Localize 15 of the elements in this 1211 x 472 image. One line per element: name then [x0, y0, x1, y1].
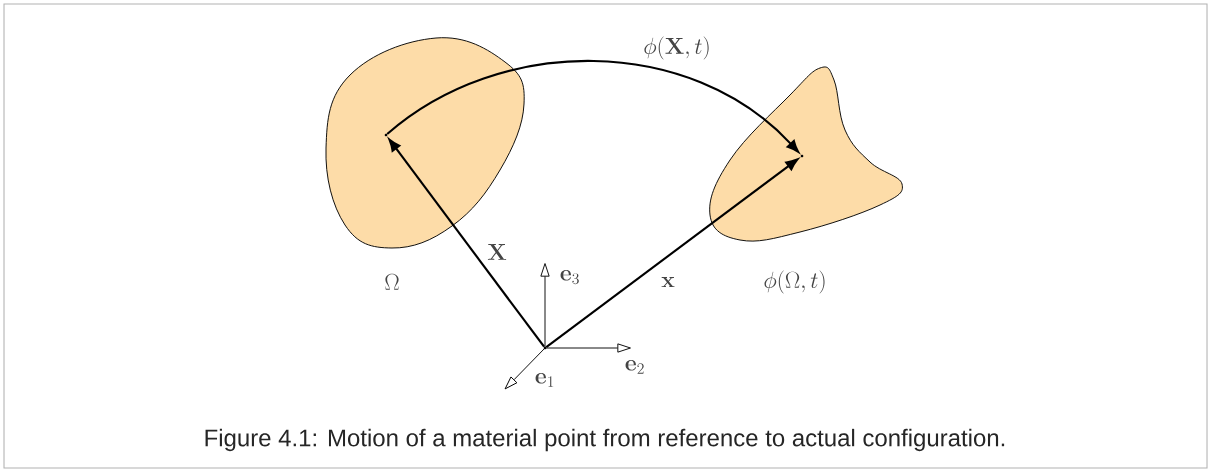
arrow — [386, 59, 799, 153]
arrow — [388, 138, 545, 348]
vector-label: $\mathbf{e}_2$ — [625, 359, 644, 374]
region-label: $\phi(\Omega, t)$ — [764, 270, 825, 294]
vector-label: $\mathbf{e}_3$ — [560, 269, 579, 285]
edge-label: $\phi(\mathbf{X}, t)$ — [644, 36, 709, 60]
arrow — [545, 158, 799, 348]
point — [800, 154, 804, 158]
region-shape — [709, 66, 903, 242]
edge-label: $\mathbf{X}$ — [487, 244, 507, 260]
figure-caption: Figure 4.1: Motion of a material point from reference to actual configuration. — [205, 428, 1005, 452]
point — [384, 133, 388, 137]
edge-label: $\mathbf{x}$ — [661, 276, 675, 288]
vector-label: $\mathbf{e}_1$ — [535, 372, 554, 387]
region-label: $\Omega$ — [385, 273, 399, 290]
